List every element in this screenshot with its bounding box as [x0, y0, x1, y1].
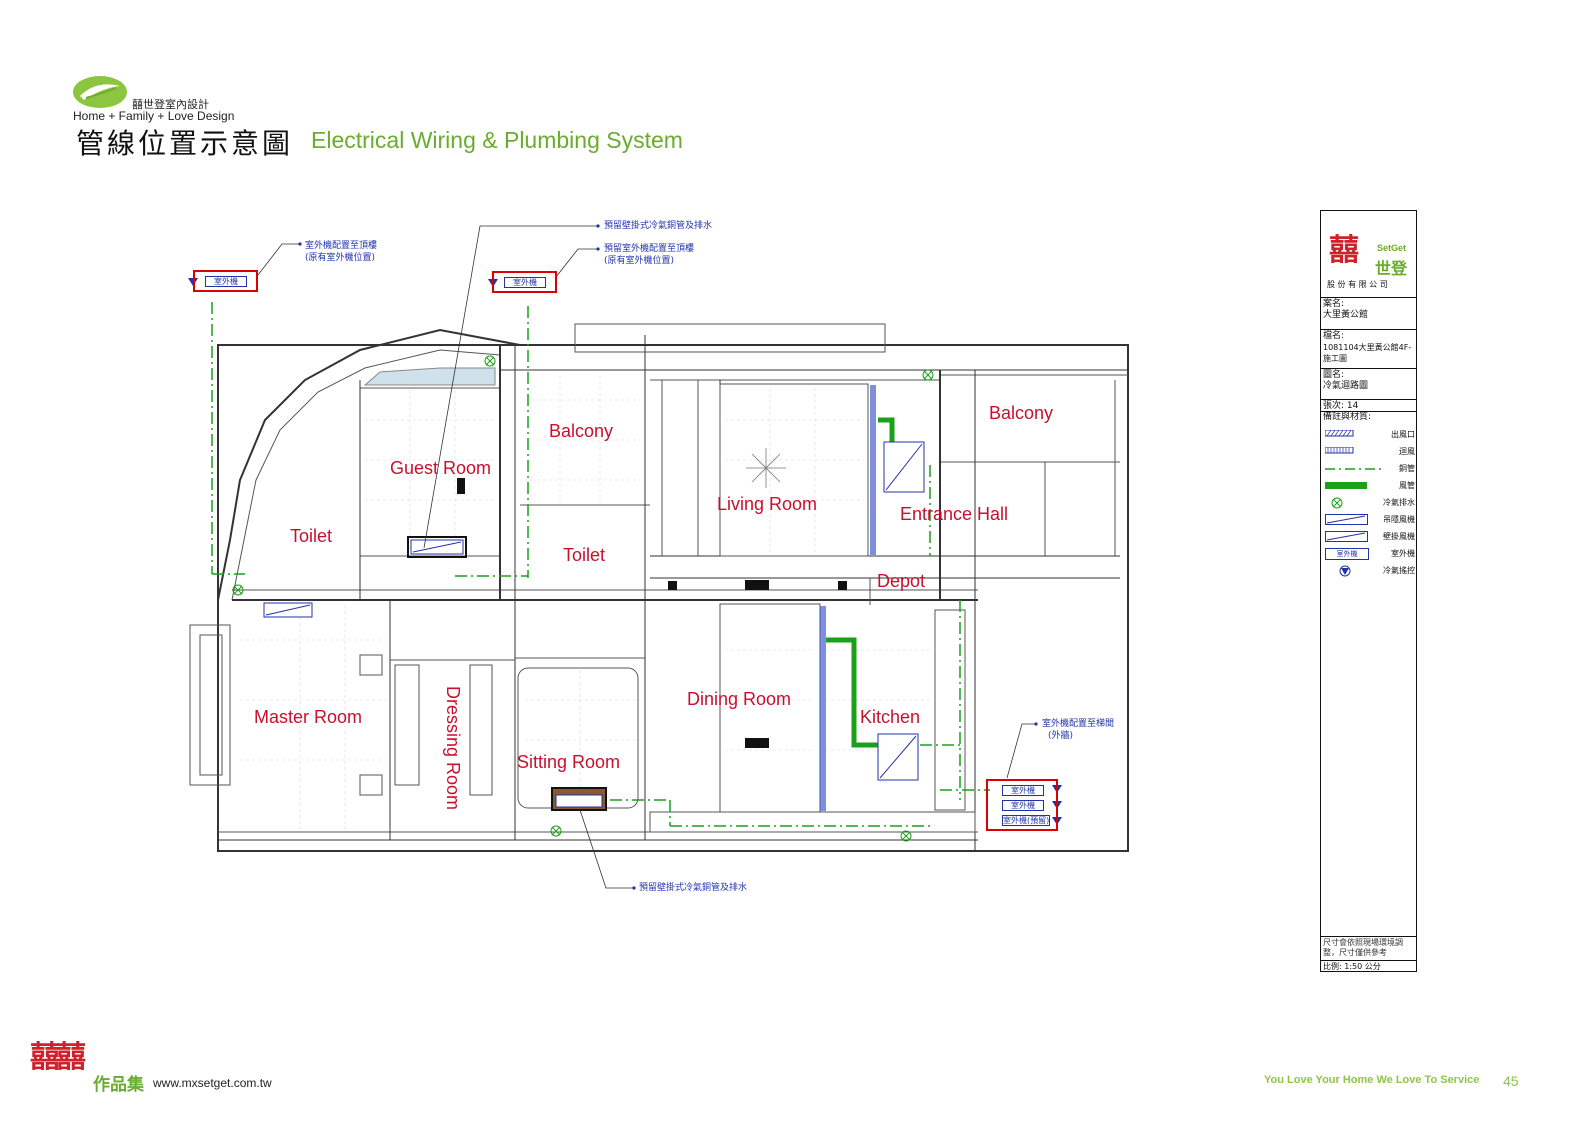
legend: 出風口 迴風 銅管 風管 冷氣排水 吊隱風機 壁掛風機 室外機 室外機 [1321, 426, 1417, 586]
legend-row: 壁掛風機 [1321, 528, 1417, 545]
legend-row: 銅管 [1321, 460, 1417, 477]
page-number: 45 [1503, 1073, 1519, 1089]
room-label-toilet-mid: Toilet [563, 545, 606, 565]
room-label-master-room: Master Room [254, 707, 363, 727]
footer-url[interactable]: www.mxsetget.com.tw [153, 1076, 272, 1090]
legend-row: 出風口 [1321, 426, 1417, 443]
logo-cn-text: 世登 [1375, 259, 1408, 278]
legend-row: 冷氣搖控 [1321, 562, 1417, 579]
notes-label: 備註與材質: [1323, 412, 1372, 422]
room-label-entrance-hall: Entrance Hall [900, 504, 1009, 524]
outdoor-unit-box-1: 室外機 [193, 270, 258, 292]
outdoor-unit-label: 室外機 [205, 276, 247, 287]
annotation-reserved-wall-pipe-bottom: 預留壁掛式冷氣銅管及排水 [639, 883, 748, 893]
outdoor-unit-label: 室外機 [504, 277, 546, 288]
divider [1321, 399, 1416, 400]
brand-logo [72, 74, 128, 110]
footnote: 尺寸會依照現場環境調整，尺寸僅供參考 [1323, 938, 1403, 957]
drain-icon [1331, 497, 1343, 509]
annotation-outdoor-roof-1: 室外機配置至頂樓 (原有室外機位置) [305, 241, 378, 263]
legend-row: 風管 [1321, 477, 1417, 494]
legend-row: 迴風 [1321, 443, 1417, 460]
room-label-sitting-room: Sitting Room [517, 752, 621, 772]
legend-row: 室外機 室外機 [1321, 545, 1417, 562]
supply-vent-icon [1325, 430, 1354, 437]
outdoor-unit-label: 室外機 [1002, 800, 1044, 811]
drawing-field: 圖名:冷氣迴路圖 [1323, 370, 1369, 391]
brand-name-en: Home + Family + Love Design [73, 109, 235, 123]
divider [1321, 411, 1416, 412]
room-label-toilet-left: Toilet [290, 526, 333, 546]
room-label-balcony-left: Balcony [549, 421, 614, 441]
title-block: 囍 SetGet 世登 股 份 有 限 公 司 案名:大里黃公館 檔名:1081… [1320, 210, 1417, 972]
outdoor-unit-box-3: 室外機 室外機 室外機(預留) [986, 779, 1058, 831]
room-label-balcony-right: Balcony [989, 403, 1054, 423]
scale: 比例: 1:50 公分 [1323, 962, 1381, 971]
floor-plan [188, 224, 1129, 890]
divider [1321, 368, 1416, 369]
footer-brand: 作品集 [93, 1075, 144, 1095]
leaf-logo-icon [73, 76, 127, 108]
room-label-living-room: Living Room [717, 494, 818, 514]
air-duct-icon [1325, 482, 1367, 489]
room-label-depot: Depot [877, 571, 926, 591]
divider [1321, 297, 1416, 298]
room-label-kitchen: Kitchen [860, 707, 921, 727]
logo-setget-text: SetGet [1377, 243, 1407, 253]
room-label-dressing-room: Dressing Room [443, 686, 463, 811]
ceiling-unit-icon [1325, 514, 1368, 525]
outdoor-unit-reserved-label: 室外機(預留) [1002, 815, 1050, 826]
page-title-cn: 管線位置示意圖 [76, 127, 294, 160]
legend-row: 吊隱風機 [1321, 511, 1417, 528]
page-title-en: Electrical Wiring & Plumbing System [311, 127, 683, 153]
file-field: 檔名:1081104大里黃公館4F-施工圖 [1323, 331, 1412, 363]
divider [1321, 936, 1416, 937]
annotation-outdoor-roof-2: 預留室外機配置至頂樓 (原有室外機位置) [604, 244, 695, 266]
room-label-guest-room: Guest Room [390, 458, 492, 478]
footer-slogan: You Love Your Home We Love To Service [1264, 1074, 1480, 1086]
wall-unit-icon [1325, 531, 1368, 542]
outdoor-unit-label: 室外機 [1002, 785, 1044, 796]
divider [1321, 329, 1416, 330]
remote-icon [1339, 565, 1351, 577]
footer-logo-icon: 囍囍 [30, 1040, 86, 1075]
copper-pipe-icon [1325, 468, 1381, 470]
annotation-reserved-wall-pipe-top: 預留壁掛式冷氣銅管及排水 [604, 221, 713, 231]
company-name: 股 份 有 限 公 司 [1327, 280, 1388, 289]
sheet-field: 張次: 14 [1323, 401, 1359, 411]
return-vent-icon [1325, 447, 1354, 454]
room-label-dining-room: Dining Room [687, 689, 792, 709]
logo-double-happiness-icon: 囍 [1329, 233, 1359, 268]
case-field: 案名:大里黃公館 [1323, 299, 1369, 320]
title-block-logo: 囍 SetGet 世登 股 份 有 限 公 司 [1327, 225, 1413, 295]
outdoor-unit-box-2: 室外機 [492, 271, 557, 293]
legend-row: 冷氣排水 [1321, 494, 1417, 511]
divider [1321, 960, 1416, 961]
annotation-outdoor-stair: 室外機配置至梯間 (外牆) [1042, 719, 1115, 741]
brand-name-cn: 囍世登室內設計 [132, 98, 209, 111]
outdoor-unit-icon: 室外機 [1325, 548, 1369, 560]
